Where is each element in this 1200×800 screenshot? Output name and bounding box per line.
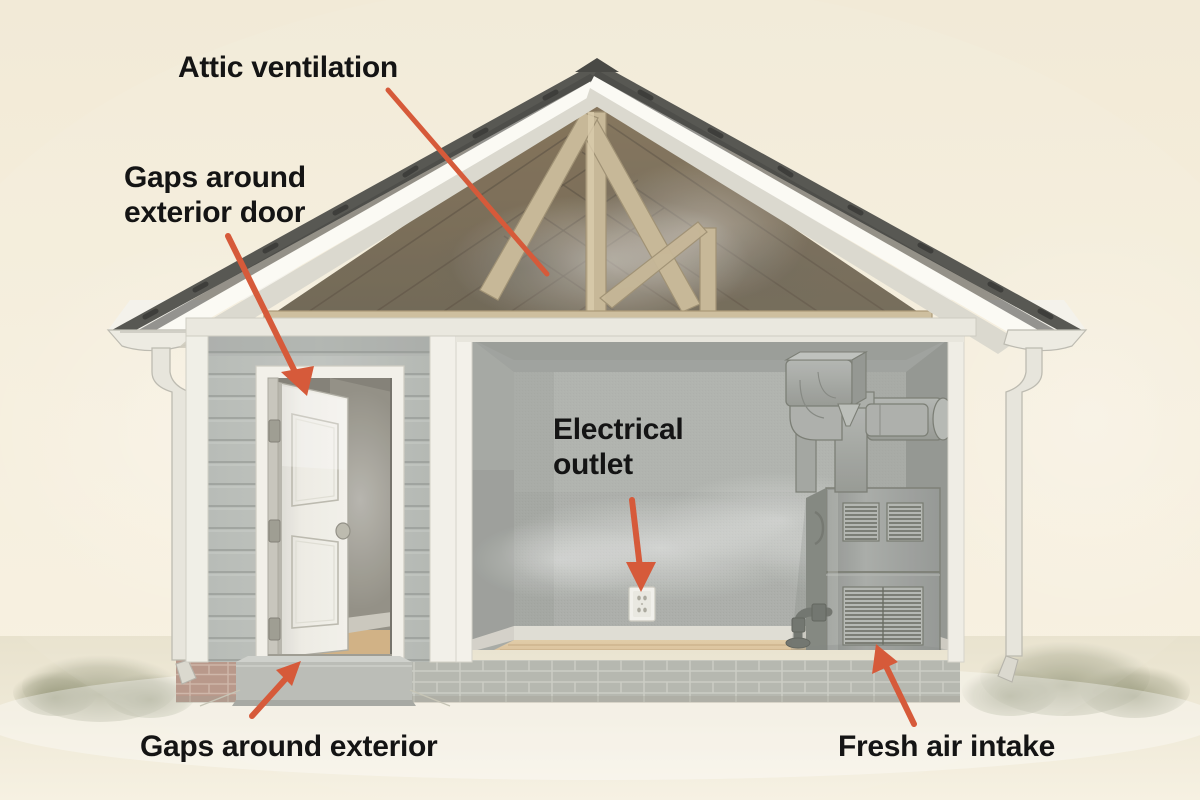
- door-light-wash: [282, 386, 346, 470]
- annotation-arrows: [225, 87, 917, 727]
- fascia-left: [142, 76, 606, 338]
- fascia-right: [588, 76, 1052, 338]
- duct-cone: [837, 403, 861, 427]
- arrow-electrical-outlet: [626, 497, 656, 592]
- shingle-edge-right: [590, 70, 1066, 336]
- hvac-ductwork: [783, 351, 950, 493]
- furnace-upper-vent-left: [842, 502, 880, 542]
- soffit-right: [586, 88, 1018, 354]
- arrow-gaps-around-exterior: [249, 661, 301, 719]
- arrow-fresh-air-intake: [872, 644, 917, 727]
- room-haze-c: [470, 520, 650, 600]
- door-panel-upper: [291, 413, 339, 507]
- furnace-shadow: [790, 488, 826, 650]
- arrow-gaps-exterior-door: [225, 233, 314, 396]
- ridge-cap: [575, 58, 619, 72]
- shingle-tabs-left: [142, 89, 559, 320]
- label-fresh-air-intake: Fresh air intake: [838, 730, 1055, 763]
- king-post-highlight: [588, 112, 594, 312]
- attic-haze-c: [424, 216, 616, 320]
- furnace-fresh-air-intake-grille: [842, 586, 924, 646]
- door-hinges: [268, 419, 281, 641]
- doorknob: [335, 522, 351, 540]
- label-attic-ventilation: Attic ventilation: [178, 51, 398, 84]
- porch-header-beam: [185, 317, 977, 337]
- electrical-outlet[interactable]: [628, 586, 656, 622]
- attic-truss-framing: [479, 111, 717, 313]
- gas-pipe-fittings: [785, 603, 827, 649]
- roof-plane-right: [597, 62, 1086, 330]
- downspout-right: [997, 347, 1043, 683]
- furnace-handle: [814, 510, 825, 546]
- door-panel-lower: [291, 535, 339, 629]
- label-gaps-around-exterior: Gaps around exterior: [140, 730, 438, 763]
- exterior-doorway: [255, 365, 405, 664]
- label-gaps-around-exterior-door: Gaps around exterior door: [124, 161, 306, 230]
- interior-room: [470, 338, 950, 650]
- soffit-left: [176, 88, 608, 354]
- block-foundation-main: [408, 660, 960, 702]
- shrubbery-left: [13, 650, 196, 722]
- shingle-tabs-right: [637, 89, 1054, 320]
- baseboard-left-return: [470, 626, 514, 650]
- furnace-upper-vent-right: [886, 502, 924, 542]
- arrow-attic-ventilation: [385, 87, 550, 277]
- roof-plane-left: [108, 62, 597, 330]
- foundation-shadow: [176, 696, 960, 703]
- shingle-band-left: [112, 62, 604, 330]
- label-electrical-outlet: Electrical outlet: [553, 413, 684, 482]
